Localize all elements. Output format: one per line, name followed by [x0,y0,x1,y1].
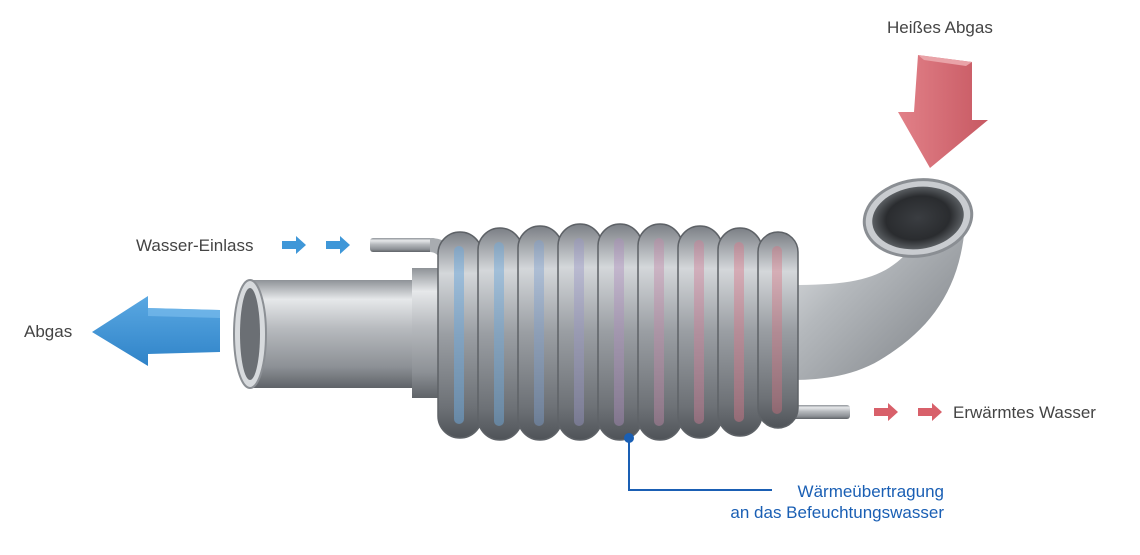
elbow-pipe [790,178,974,380]
coil-ring [597,223,643,441]
heat-transfer-line1: Wärmeübertragung [797,482,944,501]
heat-transfer-line2: an das Befeuchtungswasser [730,503,944,522]
coil-ring [677,225,723,439]
arrow-down-icon [898,55,988,168]
heated-water-label: Erwärmtes Wasser [953,403,1096,422]
coil-ring [637,223,683,441]
heat-transfer-callout: Wärmeübertragung an das Befeuchtungswass… [730,481,944,523]
water-inlet-label: Wasser-Einlass [136,236,254,255]
outlet-pipe [233,268,450,398]
arrow-right-icon [874,403,942,421]
arrow-left-icon [92,296,220,366]
coil-ring [517,225,563,441]
callout-leader [624,433,772,491]
coil-ring [437,231,483,439]
coil-ring [557,223,603,441]
coil-ring [757,231,799,429]
coil-ring [717,227,763,437]
coil-rings [437,223,799,441]
arrow-right-icon [282,236,350,254]
hot-exhaust-label: Heißes Abgas [887,18,993,37]
exhaust-out-label: Abgas [24,322,73,341]
coil-ring [477,227,523,441]
